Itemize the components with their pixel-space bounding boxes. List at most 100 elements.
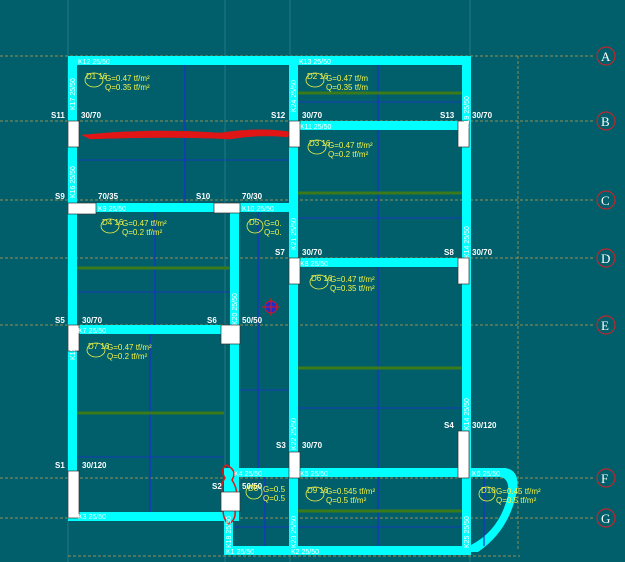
- slab-d7[interactable]: D7 16 G=0.47 tf/m² Q=0.2 tf/m²: [86, 342, 152, 361]
- axis-marker-E[interactable]: E: [596, 315, 616, 335]
- slab-d1[interactable]: D1 16 G=0.47 tf/m² Q=0.35 tf/m²: [84, 72, 150, 92]
- col-label-s2: S2: [212, 482, 222, 491]
- beam-label-k22: K22 25/50: [291, 418, 298, 450]
- axis-marker-C[interactable]: C: [596, 190, 616, 210]
- slab-g-d10: G=0.45 tf/m²: [496, 487, 541, 496]
- axis-marker-D[interactable]: D: [596, 248, 616, 268]
- beam-label-k2: K2 25/50: [291, 549, 319, 556]
- slab-g-d8: G=0.5: [263, 485, 286, 494]
- slab-g-d4: G=0.47 tf/m²: [122, 219, 167, 228]
- beam-k9-k10[interactable]: [68, 203, 298, 212]
- slab-d5[interactable]: D5 G=0. Q=0.: [246, 218, 282, 237]
- beam-labels: K12 25/50 K13 25/50 K11 25/50 K9 25/50 K…: [70, 59, 500, 556]
- slab-d6[interactable]: D6 16 G=0.47 tf/m² Q=0.35 tf/m²: [309, 274, 375, 293]
- beam-left-column-line[interactable]: [68, 56, 77, 521]
- beam-label-k25: K25 25/50: [464, 516, 471, 548]
- column-s13[interactable]: [457, 120, 470, 148]
- beam-label-k7: K7 25/50: [78, 328, 106, 335]
- column-s12[interactable]: [288, 120, 301, 148]
- column-s10[interactable]: [213, 202, 241, 214]
- beam-center-column-line[interactable]: [289, 56, 298, 552]
- column-s4[interactable]: [457, 430, 470, 479]
- beam-label-k4: K4 25/50: [234, 471, 262, 478]
- beam-k4-k5[interactable]: [224, 468, 471, 477]
- slab-q-d1: Q=0.35 tf/m²: [105, 83, 150, 92]
- col-section-s12: 30/70: [302, 111, 323, 120]
- axis-label-F: F: [601, 471, 608, 486]
- slab-d8[interactable]: D8 G=0.5 Q=0.5: [245, 484, 286, 503]
- col-section-s7: 30/70: [302, 248, 323, 257]
- slab-g-d7: G=0.47 tf/m²: [107, 343, 152, 352]
- slab-tag-d4: D4 16: [102, 218, 124, 227]
- beam-label-k-right-lower: K14 25/50: [464, 398, 471, 430]
- col-section-s3: 30/70: [302, 441, 323, 450]
- axis-marker-B[interactable]: B: [596, 111, 616, 131]
- beam-label-k20: K20 25/50: [232, 293, 239, 325]
- slab-g-d9: G=0.545 tf/m²: [326, 487, 375, 496]
- col-label-s3: S3: [276, 441, 286, 450]
- col-section-s8: 30/70: [472, 248, 493, 257]
- slab-g-d3: G=0.47 tf/m²: [328, 141, 373, 150]
- beam-label-k8: K8 25/50: [300, 261, 328, 268]
- column-s9[interactable]: [67, 202, 97, 215]
- beam-label-k9: K9 25/50: [98, 206, 126, 213]
- column-s8[interactable]: [457, 257, 470, 285]
- slab-d3[interactable]: D3 16 G=0.47 tf/m² Q=0.2 tf/m²: [307, 139, 373, 159]
- slab-loads: D1 16 G=0.47 tf/m² Q=0.35 tf/m² D2 16 G=…: [84, 72, 541, 505]
- slab-d10[interactable]: D10 G=0.45 tf/m² Q=0.5 tf/m²: [478, 486, 541, 505]
- axis-marker-A[interactable]: A: [596, 46, 616, 66]
- slab-d4[interactable]: D4 16 G=0.47 tf/m² Q=0.2 tf/m²: [100, 218, 167, 237]
- column-s1[interactable]: [67, 470, 80, 519]
- slab-q-d5: Q=0.: [264, 228, 282, 237]
- beam-k12-k13[interactable]: [68, 56, 471, 65]
- axis-label-C: C: [601, 193, 610, 208]
- beam-right-column-line[interactable]: [462, 56, 471, 552]
- slab-tag-d8: D8: [248, 484, 259, 493]
- beam-k6-curved[interactable]: [471, 468, 518, 552]
- beam-label-k6: K6 25/50: [472, 471, 500, 478]
- axis-marker-F[interactable]: F: [596, 468, 616, 488]
- beam-k3[interactable]: [68, 512, 238, 521]
- slab-d2[interactable]: D2 16 G=0.47 tf/m Q=0.35 tf/m: [305, 72, 368, 92]
- axis-label-D: D: [601, 251, 610, 266]
- slab-d9[interactable]: D9 16 G=0.545 tf/m² Q=0.5 tf/m²: [305, 486, 375, 505]
- column-s2[interactable]: [220, 491, 241, 512]
- column-blocks: [67, 120, 470, 519]
- slab-g-d5: G=0.: [264, 219, 282, 228]
- beam-k8[interactable]: [289, 258, 471, 267]
- beam-k11[interactable]: [289, 121, 471, 130]
- slab-tag-d3: D3 16: [309, 139, 331, 148]
- slab-tag-d9: D9 16: [307, 486, 329, 495]
- axis-label-G: G: [601, 511, 610, 526]
- beam-label-k16: K16 25/50: [70, 166, 77, 198]
- col-section-s5: 30/70: [82, 316, 103, 325]
- beam-k7[interactable]: [68, 325, 238, 334]
- slab-tag-d6: D6 16: [311, 274, 333, 283]
- beam-label-k14: K14 25/50: [464, 226, 471, 258]
- column-labels: S11 30/70 S12 30/70 S13 30/70 S9 70/35 S…: [51, 111, 497, 491]
- column-s5[interactable]: [67, 324, 80, 352]
- col-label-s1: S1: [55, 461, 65, 470]
- beam-k20[interactable]: [230, 203, 239, 521]
- column-s6[interactable]: [220, 324, 241, 345]
- beam-label-k21: K21 25/50: [291, 218, 298, 250]
- col-section-s9: 70/35: [98, 192, 119, 201]
- axis-marker-G[interactable]: G: [596, 508, 616, 528]
- slab-q-d8: Q=0.5: [263, 494, 286, 503]
- col-label-s4: S4: [444, 421, 454, 430]
- col-section-s6: 50/50: [242, 316, 263, 325]
- axis-label-E: E: [601, 318, 609, 333]
- beam-label-k18: K18 25/50: [226, 516, 233, 548]
- column-s11[interactable]: [67, 120, 80, 148]
- beam-label-k-left-bottom: K15 25/50: [70, 478, 77, 510]
- slab-tag-d7: D7 16: [88, 342, 110, 351]
- column-s3[interactable]: [288, 451, 301, 479]
- beam-k1-k2[interactable]: [224, 546, 471, 555]
- slab-tag-d1: D1 16: [86, 72, 108, 81]
- slab-q-d6: Q=0.35 tf/m²: [330, 284, 375, 293]
- column-s7[interactable]: [288, 257, 301, 285]
- slab-q-d9: Q=0.5 tf/m²: [326, 496, 367, 505]
- origin-marker[interactable]: [262, 298, 280, 316]
- beam-label-k3: K3 25/50: [78, 514, 106, 521]
